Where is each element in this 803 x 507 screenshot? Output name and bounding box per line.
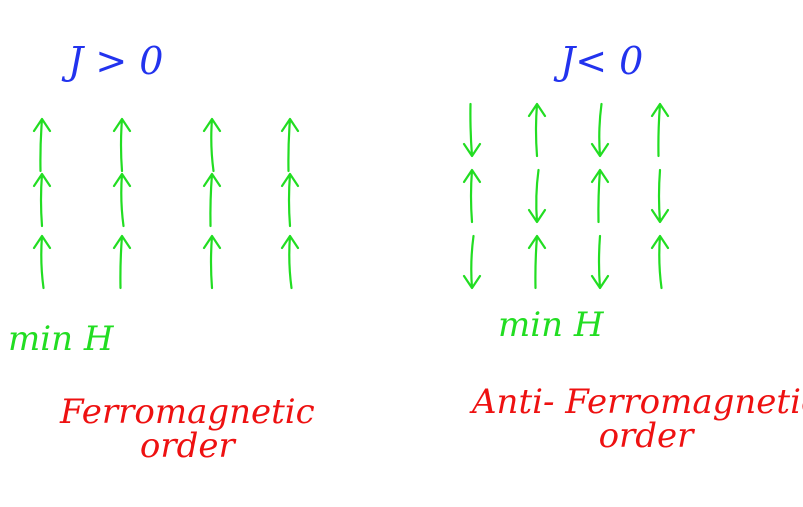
ferromagnetic-condition-label: J > 0 (68, 39, 164, 83)
antiferromagnetic-spin-lattice (462, 102, 670, 290)
antiferro-spin-up-arrow-icon (650, 102, 670, 158)
ferro-spin-up-arrow-icon (32, 234, 52, 290)
antiferro-spin-down-arrow-icon (462, 234, 482, 290)
ferro-spin-up-arrow-icon (112, 234, 132, 290)
antiferro-spin-down-arrow-icon (590, 102, 610, 158)
antiferro-spin-up-arrow-icon (650, 234, 670, 290)
antiferro-spin-down-arrow-icon (590, 234, 610, 290)
ferro-spin-up-arrow-icon (202, 117, 222, 173)
ferromagnetic-order-line2: order (139, 426, 235, 466)
ferro-spin-up-arrow-icon (32, 117, 52, 173)
ferro-spin-up-arrow-icon (202, 172, 222, 228)
ferromagnetic-order-label: Ferromagnetic order (60, 395, 315, 463)
antiferro-spin-up-arrow-icon (527, 234, 547, 290)
ferromagnetic-spin-lattice (32, 117, 300, 290)
antiferromagnetic-min-h-label: min H (498, 305, 604, 345)
antiferro-spin-down-arrow-icon (650, 168, 670, 224)
antiferro-spin-down-arrow-icon (527, 168, 547, 224)
antiferro-spin-up-arrow-icon (462, 168, 482, 224)
ferro-spin-up-arrow-icon (280, 172, 300, 228)
antiferromagnetic-order-label: Anti- Ferromagnetic order (472, 385, 803, 453)
ferromagnetic-min-h-label: min H (8, 319, 114, 359)
ferro-spin-up-arrow-icon (112, 172, 132, 228)
ferro-spin-up-arrow-icon (280, 117, 300, 173)
ferro-spin-up-arrow-icon (32, 172, 52, 228)
ferro-spin-up-arrow-icon (112, 117, 132, 173)
ferro-spin-up-arrow-icon (202, 234, 222, 290)
antiferromagnetic-order-line2: order (598, 416, 694, 456)
antiferro-spin-up-arrow-icon (527, 102, 547, 158)
antiferromagnetic-condition-label: J< 0 (560, 39, 644, 83)
antiferro-spin-down-arrow-icon (462, 102, 482, 158)
antiferro-spin-up-arrow-icon (590, 168, 610, 224)
ferro-spin-up-arrow-icon (280, 234, 300, 290)
ferromagnetic-order-line1: Ferromagnetic (60, 392, 315, 432)
antiferromagnetic-order-line1: Anti- Ferromagnetic (472, 382, 803, 422)
